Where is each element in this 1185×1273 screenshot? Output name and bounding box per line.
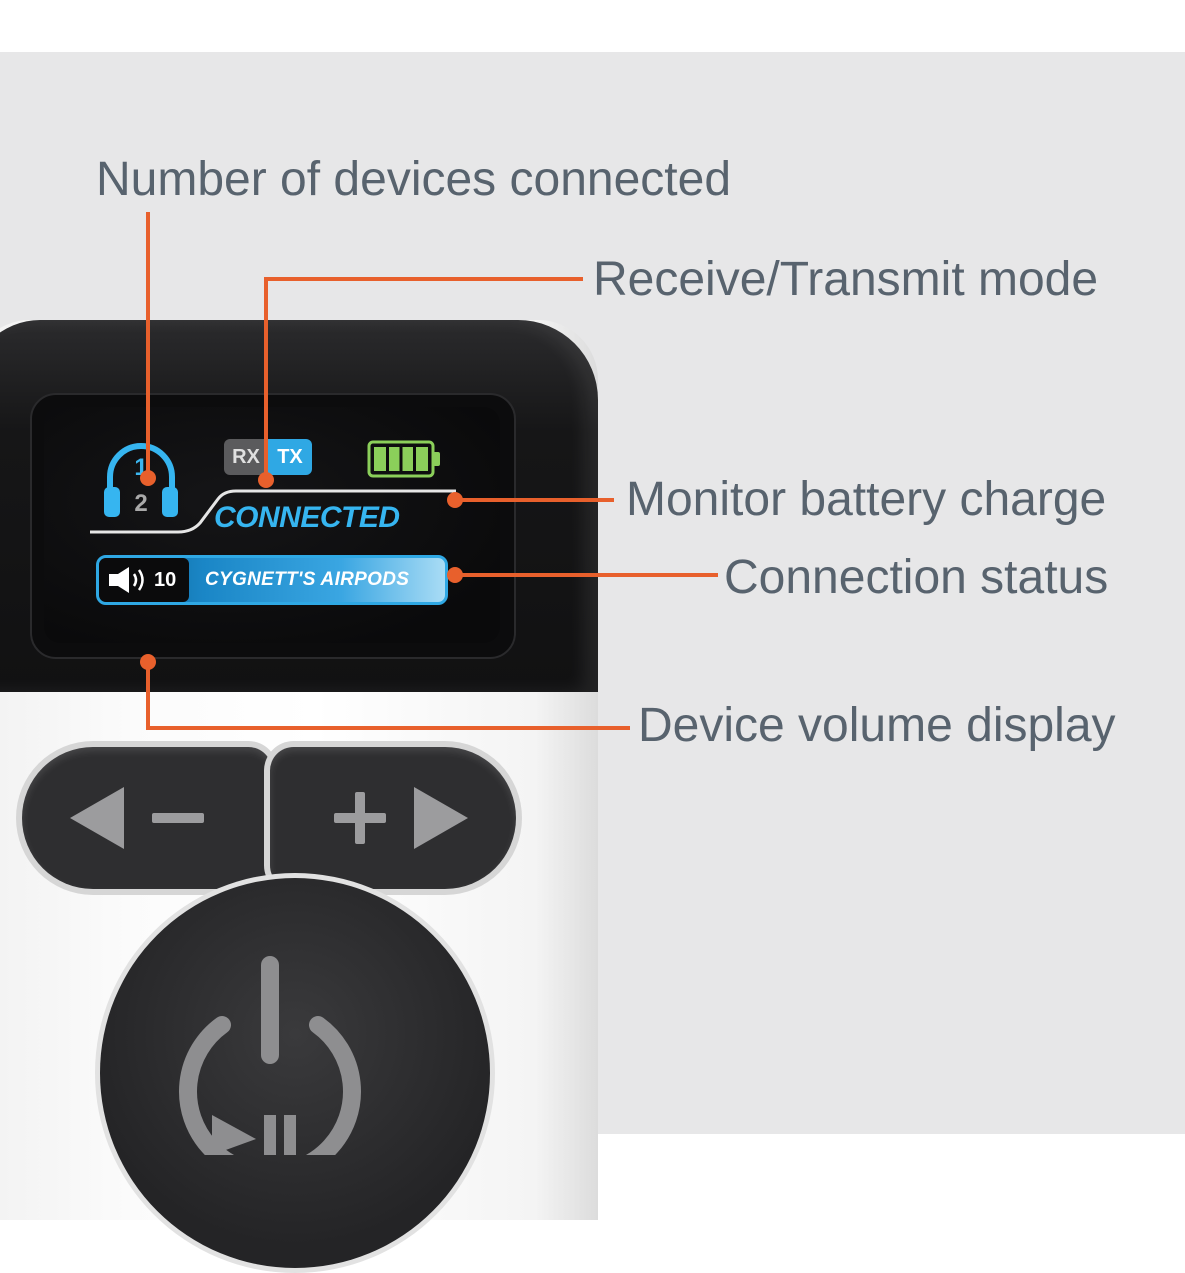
back-arrow-icon [70, 787, 124, 849]
callout-connection-status: Connection status [724, 551, 1109, 604]
previous-volume-down-button[interactable] [22, 747, 272, 889]
speaker-icon [109, 567, 144, 593]
callout-devices-connected: Number of devices connected [96, 153, 732, 206]
power-icon [179, 956, 361, 1155]
next-volume-up-button[interactable] [270, 747, 516, 889]
volume-value: 10 [154, 569, 177, 591]
mode-rx-indicator: RX [224, 439, 268, 475]
callout-rx-tx-mode: Receive/Transmit mode [593, 253, 1099, 306]
device-slot-1: 1 [134, 454, 148, 481]
volume-bar: 10 CYGNETT'S AIRPODS [96, 555, 448, 605]
device-name-text: CYGNETT'S AIRPODS [205, 569, 410, 590]
forward-arrow-icon [414, 787, 468, 849]
callout-battery: Monitor battery charge [626, 473, 1107, 526]
callout-volume-display: Device volume display [638, 699, 1116, 752]
device-slot-2: 2 [134, 490, 148, 517]
connection-status-text: CONNECTED [214, 501, 400, 534]
minus-icon [152, 813, 204, 823]
mode-tx-indicator: TX [268, 439, 312, 475]
status-divider-line [90, 489, 456, 534]
play-pause-icon [212, 1115, 296, 1155]
volume-badge: 10 [99, 558, 189, 602]
battery-icon [367, 440, 440, 478]
headset-icon [104, 443, 178, 517]
